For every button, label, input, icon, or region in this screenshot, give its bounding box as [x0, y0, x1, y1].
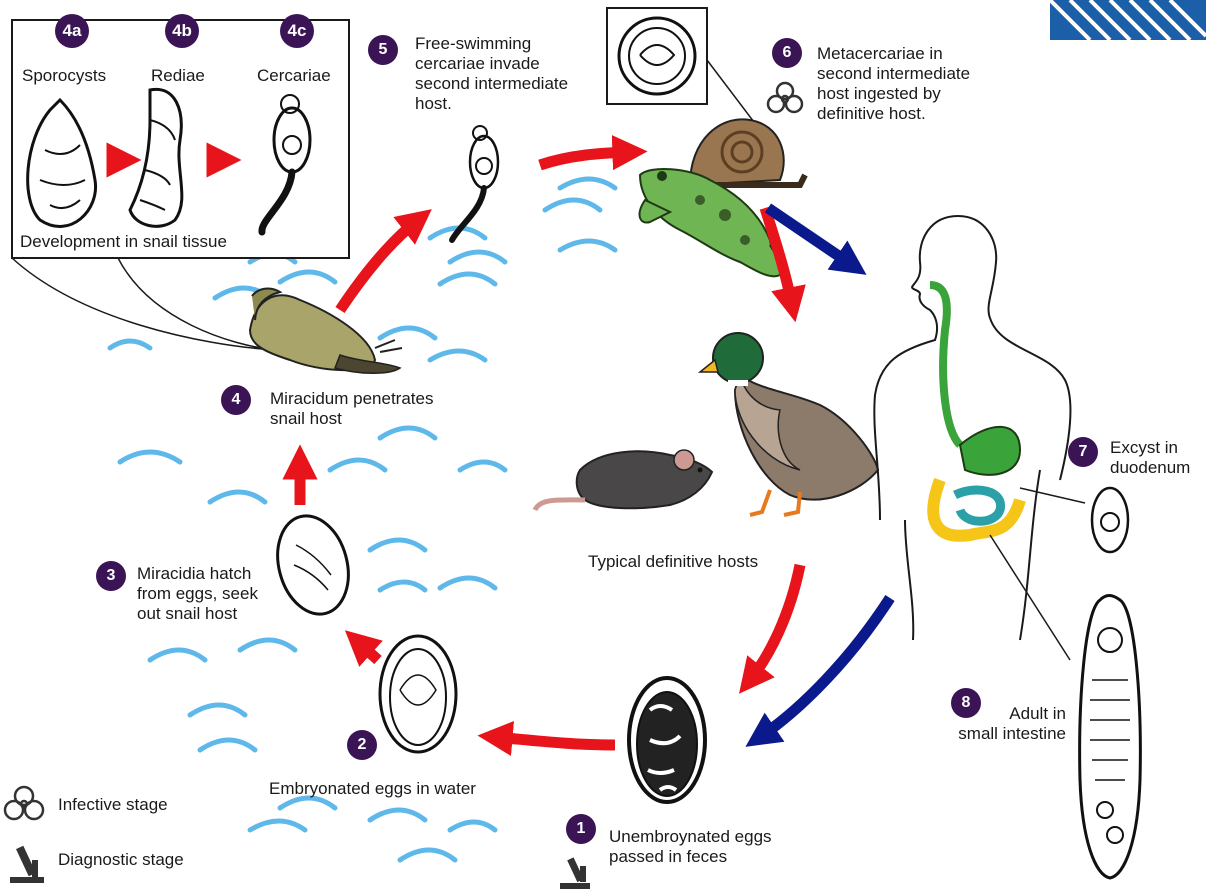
duck-figure: [700, 333, 878, 515]
step-8-label: Adult in small intestine: [946, 704, 1066, 744]
step-3-label: Miracidia hatch from eggs, seek out snai…: [137, 564, 258, 624]
free-cercaria-figure: [452, 126, 498, 240]
legend-infective: Infective stage: [58, 795, 168, 815]
step-7-label: Excyst in duodenum: [1110, 438, 1190, 478]
rat-figure: [535, 450, 712, 510]
legend-diagnostic: Diagnostic stage: [58, 850, 184, 870]
step-1-label: Unembroynated eggs passed in feces: [609, 827, 772, 867]
step-5-label: Free-swimming cercariae invade second in…: [415, 34, 568, 114]
arrow-hosts-to-1: [750, 565, 800, 680]
biohazard-icon-step6: [768, 83, 802, 112]
biohazard-icon: [5, 787, 43, 819]
badge-4a: 4a: [55, 14, 89, 48]
box-caption: Development in snail tissue: [20, 232, 227, 252]
arrow-5-to-6: [540, 152, 630, 165]
arrow-1-to-2: [495, 737, 615, 745]
badge-5: 5: [368, 35, 398, 65]
arrow-4-to-5: [340, 220, 418, 310]
embryonated-egg-figure: [380, 636, 456, 752]
brown-snail-figure: [690, 119, 805, 185]
human-figure: [874, 216, 1085, 660]
microscope-icon: [10, 846, 44, 883]
step-2-label: Embryonated eggs in water: [269, 779, 476, 799]
badge-6: 6: [772, 38, 802, 68]
badge-1: 1: [566, 814, 596, 844]
badge-4: 4: [221, 385, 251, 415]
adult-fluke-figure: [1080, 596, 1141, 879]
unembryonated-egg-figure: [629, 678, 705, 802]
snail-host-figure: [250, 289, 402, 374]
badge-3: 3: [96, 561, 126, 591]
badge-4c: 4c: [280, 14, 314, 48]
cercariae-label: Cercariae: [257, 66, 331, 86]
excysted-fluke-figure: [1092, 488, 1128, 552]
badge-4b: 4b: [165, 14, 199, 48]
arrow-2-to-3: [358, 642, 378, 660]
step-6-label: Metacercariae in second intermediate hos…: [817, 44, 970, 124]
step-4-label: Miracidum penetrates snail host: [270, 389, 433, 429]
box-connector: [12, 258, 275, 350]
microscope-icon-step1: [560, 857, 590, 889]
cdc-logo: [1050, 0, 1206, 40]
definitive-hosts-label: Typical definitive hosts: [588, 552, 758, 572]
sporocysts-label: Sporocysts: [22, 66, 106, 86]
miracidium-figure: [267, 508, 359, 622]
rediae-label: Rediae: [151, 66, 205, 86]
badge-7: 7: [1068, 437, 1098, 467]
badge-2: 2: [347, 730, 377, 760]
